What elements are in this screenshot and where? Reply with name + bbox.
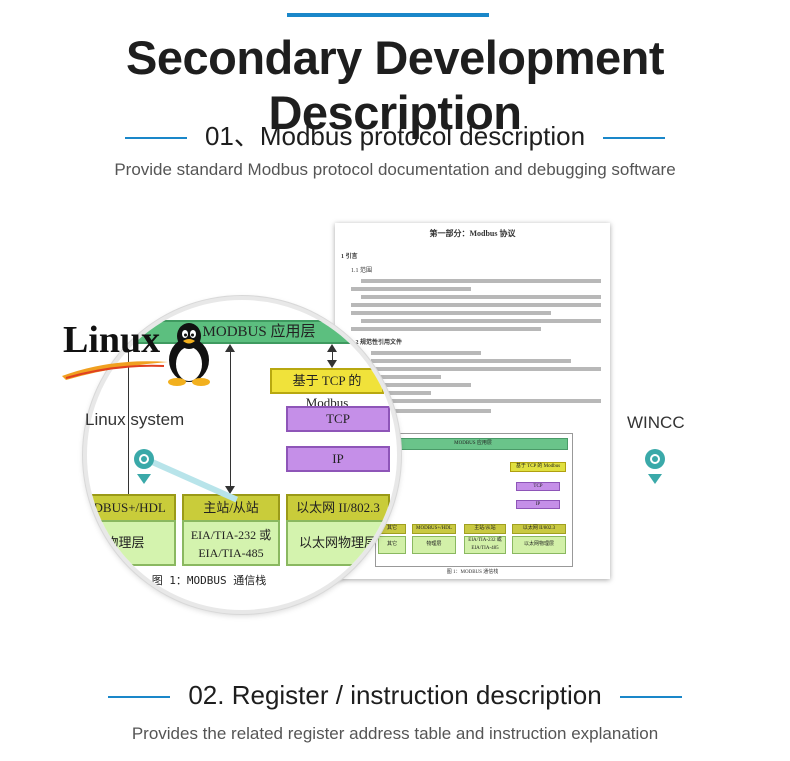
doc-text-line bbox=[351, 303, 601, 307]
mag-ip: IP bbox=[286, 446, 390, 472]
doc-text-line bbox=[371, 399, 601, 403]
doc-text-line bbox=[371, 367, 601, 371]
mini-eia: EIA/TIA-232 或 EIA/TIA-485 bbox=[464, 536, 506, 554]
mag-connector-line bbox=[332, 352, 333, 360]
doc-text-line bbox=[371, 359, 571, 363]
heading-line-right bbox=[603, 137, 666, 140]
location-pin-icon bbox=[134, 449, 154, 484]
doc-title: 第一部分：Modbus 协议 bbox=[429, 229, 516, 238]
doc-caption: 图 1：MODBUS 通信栈 bbox=[446, 570, 499, 575]
mag-arrow bbox=[225, 344, 235, 352]
section2-subtitle: Provides the related register address ta… bbox=[131, 724, 659, 743]
magnifier-circle: MODBUS 应用层 基于 TCP 的 Modbus TCP IP ODBUS+… bbox=[83, 296, 401, 614]
page-title: Secondary Development Description bbox=[125, 31, 665, 139]
doc-text-line bbox=[371, 383, 471, 387]
section1-subtitle: Provide standard Modbus protocol documen… bbox=[114, 160, 676, 179]
section1-heading: 01、Modbus protocol description bbox=[0, 116, 790, 153]
section2-heading-text: 02. Register / instruction description bbox=[188, 680, 602, 710]
mag-arrow bbox=[225, 486, 235, 494]
mag-arrow bbox=[327, 344, 337, 352]
linux-logo-text: Linux bbox=[63, 319, 161, 361]
mag-connector-line bbox=[230, 352, 231, 486]
mini-app-layer: MODBUS 应用层 bbox=[378, 438, 568, 450]
doc-diagram: MODBUS 应用层 基于 TCP 的 Modbus TCP IP 其它 MOD… bbox=[375, 433, 573, 567]
mag-app-layer: MODBUS 应用层 bbox=[124, 320, 394, 344]
doc-text-line bbox=[361, 319, 601, 323]
doc-text-line bbox=[371, 351, 481, 355]
doc-text-line bbox=[361, 279, 601, 283]
mag-caption: 图 1：MODBUS 通信栈 bbox=[151, 574, 267, 587]
doc-text-line bbox=[351, 287, 471, 291]
doc-text-line bbox=[361, 295, 601, 299]
mini-eth-physical: 以太网物理层 bbox=[512, 536, 566, 554]
mag-physical: 物理层 bbox=[87, 520, 176, 566]
mag-ethernet: 以太网 II/802.3 bbox=[286, 494, 390, 522]
wincc-label: WINCC bbox=[627, 413, 685, 432]
mini-tcp: TCP bbox=[516, 482, 560, 491]
doc-section-1-1: 1.1 范围 bbox=[351, 268, 373, 274]
linux-system-label: Linux system bbox=[85, 410, 185, 429]
mag-eth-physical: 以太网物理层 bbox=[286, 520, 390, 566]
doc-text-line bbox=[371, 391, 431, 395]
location-pin-icon bbox=[645, 449, 665, 484]
section1-heading-text: 01、Modbus protocol description bbox=[204, 121, 586, 151]
heading-line-left bbox=[124, 137, 187, 140]
mini-physical: 物理层 bbox=[412, 536, 456, 554]
mini-ip: IP bbox=[516, 500, 560, 509]
doc-section-1: 1 引言 bbox=[341, 254, 358, 260]
mag-connector-line bbox=[128, 344, 129, 494]
mag-modbus-hdl: ODBUS+/HDL bbox=[87, 494, 176, 522]
doc-text-line bbox=[351, 311, 551, 315]
tux-penguin-icon bbox=[168, 323, 210, 386]
section2-heading: 02. Register / instruction description bbox=[0, 680, 790, 711]
heading-line-left bbox=[108, 696, 171, 699]
mag-eia: EIA/TIA-232 或 EIA/TIA-485 bbox=[182, 520, 280, 566]
mini-ethernet: 以太网 II/802.3 bbox=[512, 524, 566, 534]
mini-master-slave: 主站/从站 bbox=[464, 524, 506, 534]
doc-text-line bbox=[351, 327, 541, 331]
mag-tcp: TCP bbox=[286, 406, 390, 432]
doc-text-line bbox=[371, 409, 491, 413]
mag-arrow bbox=[327, 360, 337, 368]
mag-tcp-modbus: 基于 TCP 的 Modbus bbox=[270, 368, 384, 410]
doc-text-line bbox=[361, 375, 441, 379]
heading-line-right bbox=[619, 696, 682, 699]
linux-swoosh-icon bbox=[62, 361, 168, 380]
top-accent-bar bbox=[287, 13, 489, 17]
mini-tcp-modbus: 基于 TCP 的 Modbus bbox=[510, 462, 566, 472]
mini-modbus-hdl: MODBUS+/HDL bbox=[412, 524, 456, 534]
